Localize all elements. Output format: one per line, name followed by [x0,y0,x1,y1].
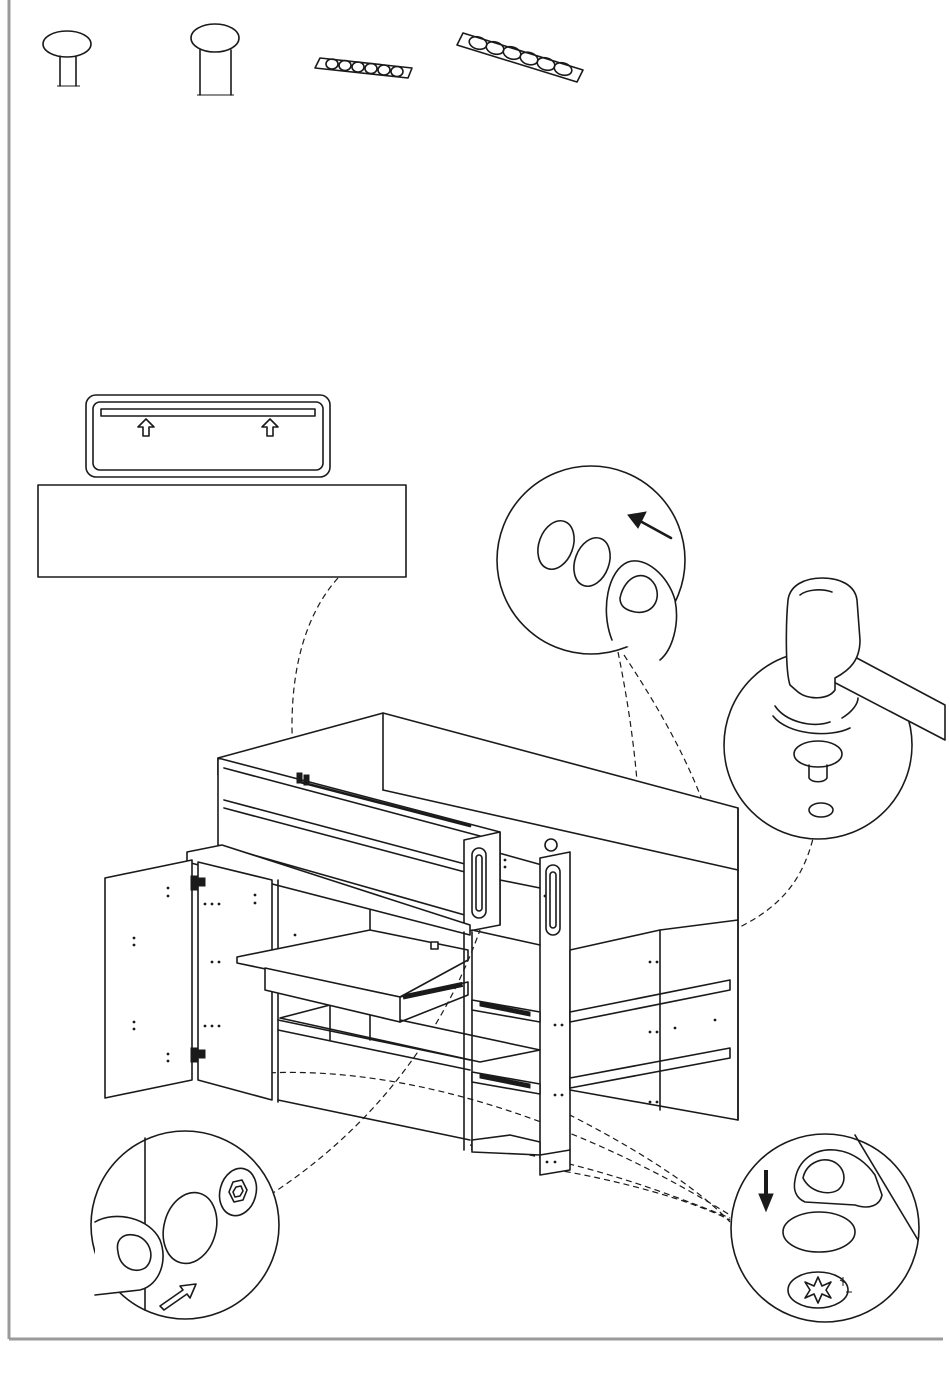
label-panel-board [38,485,406,577]
large-cover-cap-icon [191,24,239,95]
hammer-cap-detail [724,578,945,839]
cap-strip-small-icon [315,58,412,78]
press-cap-detail [497,466,685,660]
small-cover-cap-icon [43,31,91,86]
label-panel-detail [38,395,406,577]
bed-desk-unit [105,713,738,1175]
screw-cover-detail [731,1134,919,1322]
cap-strip-large-icon [457,33,583,82]
insert-cap-detail [91,1131,279,1319]
